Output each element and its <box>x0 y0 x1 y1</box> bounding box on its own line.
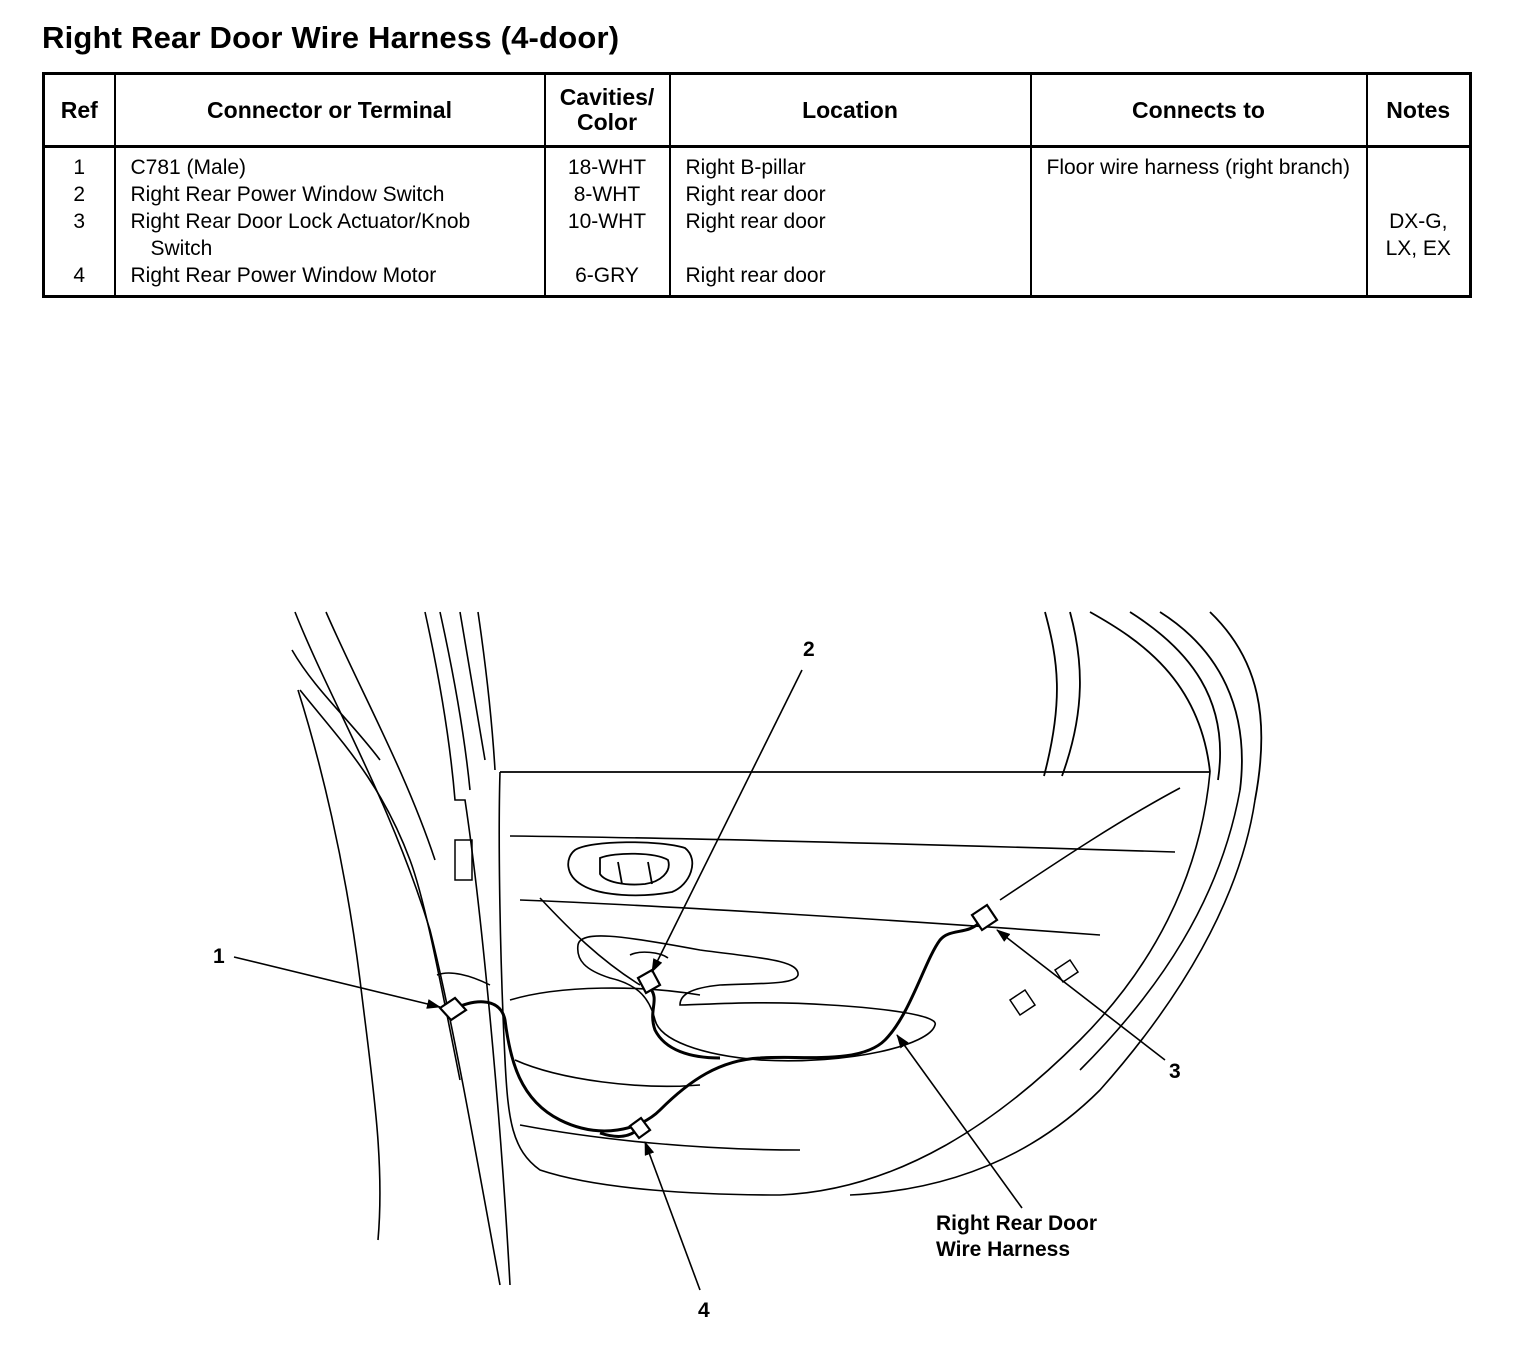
wire-harness <box>451 920 982 1133</box>
door-window-frame <box>500 611 1263 801</box>
connector-text: Right Rear Power Window Switch <box>130 183 445 206</box>
cell-connector: Right Rear Door Lock Actuator/Knob Switc… <box>113 208 546 262</box>
cell-ref: 2 <box>42 181 116 208</box>
cell-notes <box>1365 262 1472 297</box>
cell-cavities: 6-GRY <box>543 262 671 297</box>
connector-1 <box>438 996 468 1022</box>
cell-connects-to <box>1029 181 1368 208</box>
connector-text: Right Rear Power Window Motor <box>130 264 437 287</box>
cell-connects-to <box>1029 262 1368 297</box>
cell-connector: C781 (Male) <box>113 146 546 181</box>
connector-text: C781 (Male) <box>130 156 247 179</box>
cell-connects-to <box>1029 208 1368 262</box>
page-title: Right Rear Door Wire Harness (4-door) <box>42 20 620 55</box>
cell-connector: Right Rear Power Window Switch <box>113 181 546 208</box>
table-header-row: Ref Connector or Terminal Cavities/ Colo… <box>42 72 1472 148</box>
cell-cavities: 10-WHT <box>543 208 671 262</box>
cell-ref: 1 <box>42 146 116 181</box>
cell-location: Right rear door <box>668 208 1032 262</box>
b-pillar-outline <box>291 611 511 1286</box>
connector-4 <box>628 1116 652 1140</box>
cell-connects-to: Floor wire harness (right branch) <box>1029 146 1368 181</box>
door-detail-marks <box>436 839 1080 1017</box>
notes-text: DX-G, LX, EX <box>1385 210 1451 260</box>
cell-ref: 3 <box>42 208 116 262</box>
cell-notes <box>1365 146 1472 181</box>
cell-notes <box>1365 181 1472 208</box>
door-diagram: 1 2 3 4 Right Rear Door Wire Harness <box>213 611 1263 1322</box>
header-connector: Connector or Terminal <box>113 72 546 148</box>
table-row: 4 Right Rear Power Window Motor 6-GRY Ri… <box>42 262 1472 297</box>
cell-location: Right B-pillar <box>668 146 1032 181</box>
cell-location: Right rear door <box>668 262 1032 297</box>
cell-cavities: 18-WHT <box>543 146 671 181</box>
connector-text: Right Rear Door Lock Actuator/Knob Switc… <box>130 210 471 260</box>
table-row: 2 Right Rear Power Window Switch 8-WHT R… <box>42 181 1472 208</box>
connects-to-text: Floor wire harness (right branch) <box>1046 156 1350 179</box>
connector-3 <box>970 903 999 932</box>
callout-2: 2 <box>803 638 815 661</box>
table-row: 3 Right Rear Door Lock Actuator/Knob Swi… <box>42 208 1472 262</box>
harness-label-line1: Right Rear Door <box>936 1212 1097 1235</box>
leader-lines <box>233 669 1166 1291</box>
leader-3 <box>996 929 1166 1061</box>
armrest <box>509 935 936 1062</box>
header-ref: Ref <box>42 72 116 148</box>
header-connects-to: Connects to <box>1029 72 1368 148</box>
connector-2 <box>636 968 662 995</box>
cell-cavities: 8-WHT <box>543 181 671 208</box>
callout-3: 3 <box>1169 1060 1181 1083</box>
cell-notes: DX-G, LX, EX <box>1365 208 1472 262</box>
door-handle <box>567 841 694 897</box>
callout-4: 4 <box>698 1299 710 1322</box>
table-row: 1 C781 (Male) 18-WHT Right B-pillar Floo… <box>42 146 1472 181</box>
header-cavities: Cavities/ Color <box>543 72 671 148</box>
cell-ref: 4 <box>42 262 116 297</box>
leader-4 <box>644 1141 701 1291</box>
leader-2 <box>651 669 803 973</box>
leader-harness <box>896 1034 1023 1209</box>
connector-table: Ref Connector or Terminal Cavities/ Colo… <box>42 72 1472 298</box>
header-location: Location <box>668 72 1032 148</box>
wire-harness-branch-switch <box>648 987 721 1060</box>
cell-location: Right rear door <box>668 181 1032 208</box>
cell-connector: Right Rear Power Window Motor <box>113 262 546 297</box>
header-notes: Notes <box>1365 72 1472 148</box>
door-panel-outline <box>498 771 1256 1196</box>
harness-label-line2: Wire Harness <box>936 1238 1070 1261</box>
leader-1 <box>233 956 441 1009</box>
callout-1: 1 <box>213 945 225 968</box>
